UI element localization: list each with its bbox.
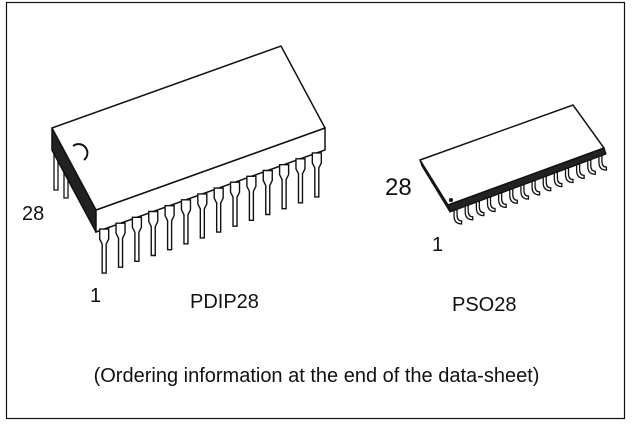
pdip-front-pin [262, 169, 273, 216]
pdip-front-pin [229, 181, 241, 227]
pso-body-top-face [418, 104, 606, 206]
pso-pin28-label: 28 [385, 174, 412, 201]
pso-lead [531, 180, 541, 196]
ordering-info-caption: (Ordering information at the end of the … [93, 365, 540, 387]
pdip-front-pin [131, 216, 143, 263]
pdip-front-pin [148, 210, 159, 257]
pdip-front-pin [98, 228, 110, 274]
pso-lead [542, 176, 552, 192]
pso-lead [598, 155, 608, 171]
pdip-front-pins [98, 152, 323, 274]
pdip-notch [72, 143, 89, 161]
pdip28-package [50, 45, 327, 274]
pdip-front-pin [246, 175, 257, 222]
pdip-front-pin [295, 158, 306, 204]
pso-lead [486, 196, 496, 213]
pso-lead [520, 184, 530, 200]
pdip-package-name: PDIP28 [190, 291, 259, 313]
pso-lead [575, 163, 585, 180]
figure-border [5, 1, 626, 420]
pso-lead [553, 171, 563, 188]
pdip-front-pin [180, 199, 192, 245]
pdip-pin28-label: 28 [22, 203, 45, 225]
pso-lead [587, 159, 596, 175]
pdip-front-pin [115, 222, 126, 268]
pdip-front-pin [164, 204, 175, 251]
pso28-package [418, 104, 608, 225]
pdip-front-pin [278, 163, 290, 210]
pso-lead [564, 167, 574, 184]
pso-pin1-dot [449, 198, 453, 202]
pso-lead [453, 209, 463, 225]
pso-lead [475, 200, 485, 217]
pso-lead [464, 205, 474, 221]
pdip-body-top-face [50, 45, 327, 211]
pso-leads [453, 155, 608, 225]
pso-pin1-label: 1 [432, 234, 444, 256]
pdip-front-pin [213, 187, 224, 233]
pdip-front-pin [311, 152, 323, 198]
pdip-pin1-label: 1 [90, 285, 102, 307]
pdip-front-pin [197, 193, 208, 239]
pso-lead [509, 188, 518, 204]
pso-lead [497, 192, 507, 209]
pso-package-name: PSO28 [452, 294, 517, 316]
